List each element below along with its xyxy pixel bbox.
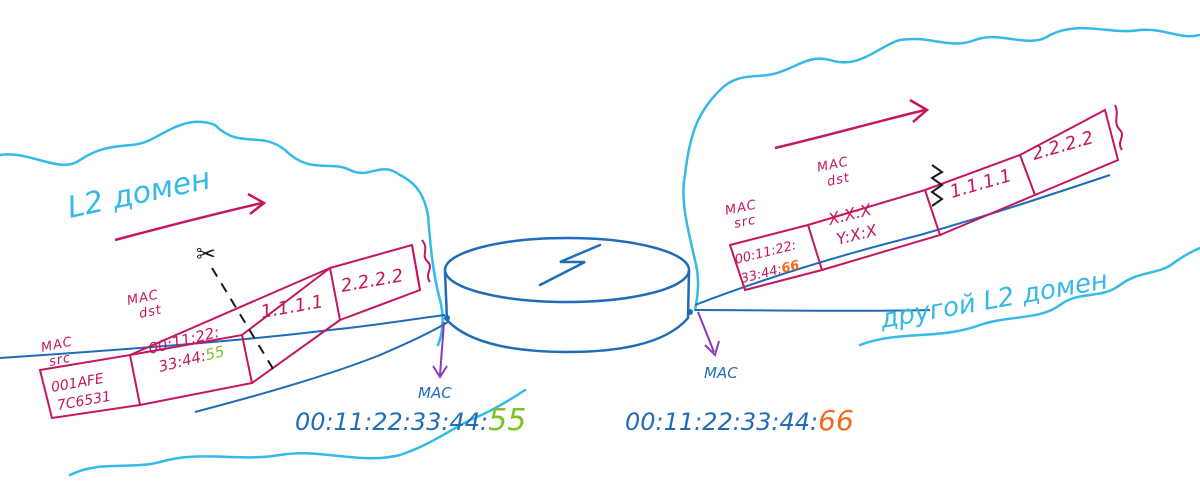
rewrite-marker <box>930 164 944 207</box>
right-port-mac-label: MAC <box>704 364 738 382</box>
cut-line <box>211 267 276 373</box>
left-domain-label: L2 домен <box>64 161 213 225</box>
right-domain-label: другой L2 домен <box>877 265 1110 335</box>
right-port-mac-address: 00:11:22:33:44:66 <box>625 404 854 437</box>
right-direction-arrow <box>774 98 930 150</box>
left-ip-dst: 2.2.2.2 <box>339 265 405 297</box>
left-ip-src: 1.1.1.1 <box>259 291 325 323</box>
left-port-mac-label: MAC <box>418 384 452 402</box>
right-mac-dst-sublabel: dst <box>826 170 852 189</box>
left-port-mac-suffix: 55 <box>488 403 526 438</box>
left-port-mac-prefix: 00:11:22:33:44: <box>295 408 488 436</box>
right-src-mac-suffix: 66 <box>780 258 801 277</box>
router-icon <box>443 236 693 354</box>
scissors-icon: ✂ <box>196 240 216 268</box>
right-mac-src-label: MAC <box>724 198 759 219</box>
left-wire-lower <box>194 321 449 413</box>
left-domain-cloud-bottom <box>68 388 527 477</box>
right-domain-cloud-top <box>683 26 1200 177</box>
left-domain-cloud-top <box>0 120 444 347</box>
left-mac-src-label: MAC <box>40 335 75 356</box>
right-src-mac-prefix: 33:44: <box>739 262 783 287</box>
right-mac-src-sublabel: src <box>733 213 758 232</box>
left-mac-dst-sublabel: dst <box>138 302 164 321</box>
left-direction-arrow <box>114 192 267 242</box>
right-wire-upper <box>694 174 1111 306</box>
right-port-mac-prefix: 00:11:22:33:44: <box>625 408 818 436</box>
left-frame <box>38 239 431 420</box>
right-port-mac-suffix: 66 <box>818 404 854 437</box>
right-ip-src: 1.1.1.1 <box>948 165 1014 203</box>
right-frame <box>728 104 1123 292</box>
right-domain-cloud-bottom <box>858 246 1200 347</box>
right-port-arrow <box>697 311 720 357</box>
left-mac-src-sublabel: src <box>48 351 73 370</box>
right-mac-dst-label: MAC <box>816 155 851 176</box>
left-dst-mac-suffix: 55 <box>203 342 226 364</box>
right-domain-cloud-top-edge <box>682 173 700 312</box>
left-port-arrow <box>432 321 448 379</box>
right-wire-lower <box>694 309 931 312</box>
left-mac-dst-label: MAC <box>126 288 161 309</box>
left-wire-upper <box>0 314 446 359</box>
left-port-mac-address: 00:11:22:33:44:55 <box>295 403 526 438</box>
